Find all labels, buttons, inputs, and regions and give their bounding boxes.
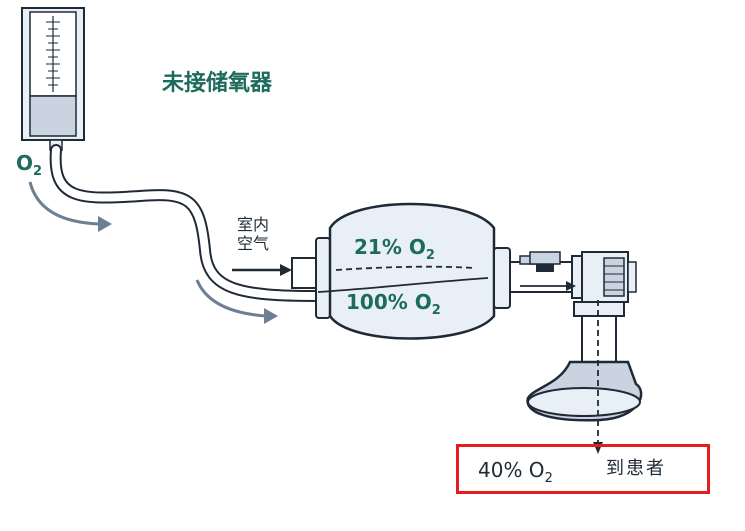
mix-21-label: 21% O2 bbox=[354, 235, 435, 263]
face-mask bbox=[526, 360, 643, 422]
room-air-label-2: 空气 bbox=[237, 234, 269, 253]
to-patient-label: 到患者 bbox=[606, 458, 666, 479]
output-40-label: 40% O2 bbox=[478, 458, 553, 486]
patient-valve bbox=[571, 251, 637, 363]
flowmeter bbox=[21, 7, 85, 151]
mix-flow-arrow-head bbox=[566, 281, 576, 291]
flow-arrow-2 bbox=[195, 279, 267, 318]
title: 未接储氧器 bbox=[162, 70, 273, 96]
flow-arrow-1 bbox=[28, 181, 101, 226]
flow-arrow-1-head bbox=[98, 216, 112, 232]
room-air-arrow-head bbox=[280, 264, 292, 276]
air-flow-line bbox=[335, 265, 475, 271]
output-highlight-box bbox=[456, 444, 710, 494]
oxygen-tube bbox=[51, 146, 322, 300]
valve-knob bbox=[529, 251, 561, 272]
o2-source-label: O2 bbox=[16, 151, 42, 179]
flow-arrow-2-head bbox=[264, 308, 278, 324]
oxygen-flow-line bbox=[317, 277, 489, 293]
mix-100-label: 100% O2 bbox=[346, 290, 441, 318]
room-air-label-1: 室内 bbox=[237, 215, 269, 234]
